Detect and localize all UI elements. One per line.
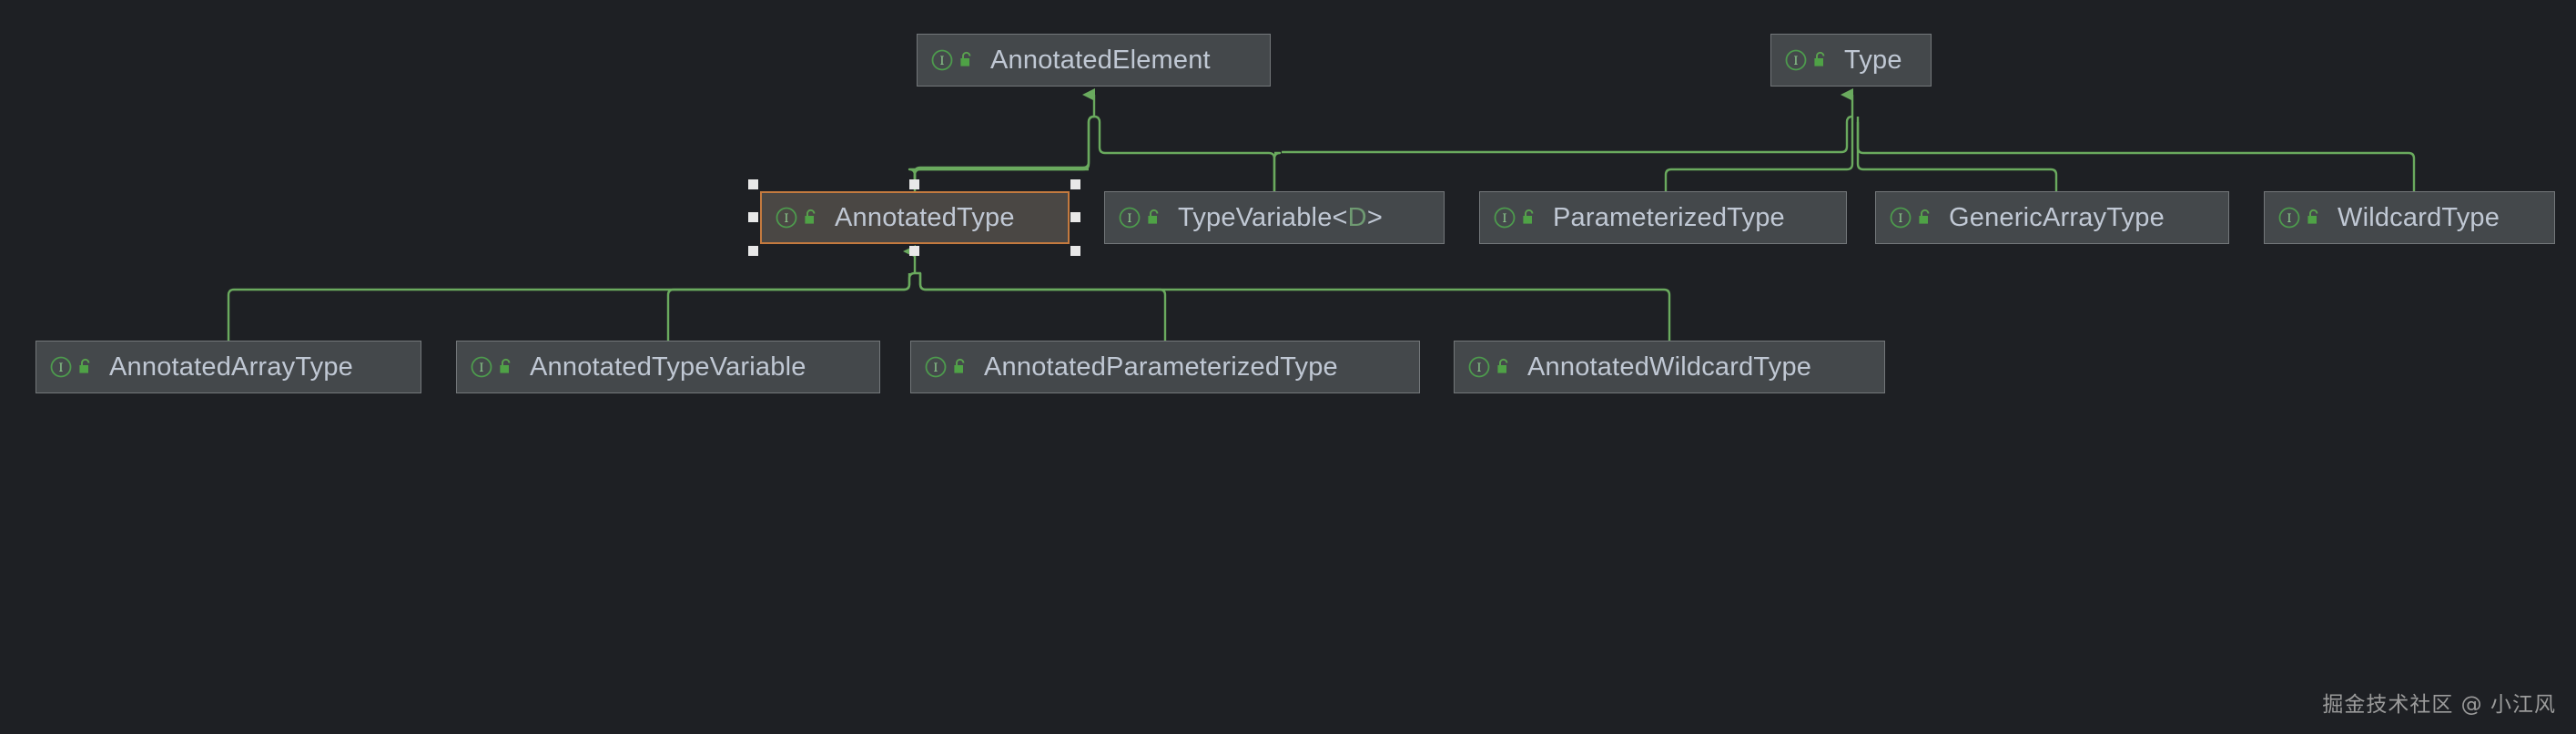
node-annotated-type[interactable]: I AnnotatedType: [760, 191, 1070, 244]
edge-wildcard-type-to-type: [1856, 122, 2416, 191]
edge-type-variable-to-type-run: [1282, 115, 1853, 154]
node-label: TypeVariable<D>: [1178, 202, 1383, 232]
public-unlocked-icon: [1814, 51, 1825, 66]
svg-text:I: I: [1127, 212, 1131, 226]
interface-icon: I: [776, 207, 797, 229]
svg-text:I: I: [58, 362, 63, 375]
svg-text:I: I: [939, 55, 944, 68]
node-icon-group: I: [2277, 206, 2323, 229]
public-unlocked-icon: [79, 358, 90, 373]
selection-handle-middle-left[interactable]: [748, 212, 758, 222]
node-icon-group: I: [1784, 48, 1830, 72]
interface-icon: I: [1890, 207, 1912, 229]
selection-handle-bottom-left[interactable]: [748, 246, 758, 256]
watermark-text: 掘金技术社区 @ 小江风: [2322, 693, 2556, 717]
node-icon-group: I: [1889, 206, 1934, 229]
node-annotated-type-variable[interactable]: I AnnotatedTypeVariable: [456, 341, 880, 393]
node-label: WildcardType: [2338, 202, 2500, 232]
interface-icon: I: [471, 356, 492, 378]
node-label: AnnotatedTypeVariable: [530, 352, 806, 382]
node-icon-group: I: [775, 206, 820, 229]
public-unlocked-icon: [1148, 209, 1159, 224]
generic-close-bracket: >: [1366, 202, 1383, 232]
node-label: AnnotatedArrayType: [109, 352, 353, 382]
node-parameterized-type[interactable]: I ParameterizedType: [1479, 191, 1847, 244]
node-icon-group: I: [924, 355, 969, 379]
node-generic-array-type[interactable]: I GenericArrayType: [1875, 191, 2229, 244]
svg-text:I: I: [479, 362, 483, 375]
node-label: AnnotatedWildcardType: [1527, 352, 1812, 382]
public-unlocked-icon: [805, 209, 816, 224]
interface-icon: I: [931, 49, 953, 71]
node-label: AnnotatedType: [835, 202, 1015, 232]
selection-handle-bottom-center[interactable]: [909, 246, 919, 256]
edge-annotated-wildcard-type-to-annotated-type: [918, 273, 1671, 341]
interface-icon: I: [1785, 49, 1807, 71]
interface-icon: I: [925, 356, 947, 378]
svg-text:I: I: [784, 212, 788, 226]
selection-handle-top-left[interactable]: [748, 179, 758, 189]
interface-icon: I: [50, 356, 72, 378]
node-icon-group: I: [1493, 206, 1538, 229]
edge-annotated-parameterized-type-to-annotated-type: [915, 271, 1167, 341]
interface-icon: I: [2278, 207, 2300, 229]
public-unlocked-icon: [1919, 209, 1930, 224]
selection-handle-bottom-right[interactable]: [1070, 246, 1080, 256]
node-wildcard-type[interactable]: I WildcardType: [2264, 191, 2555, 244]
node-label: GenericArrayType: [1949, 202, 2165, 232]
svg-text:I: I: [1502, 212, 1506, 226]
node-label: ParameterizedType: [1553, 202, 1785, 232]
edge-generic-array-type-to-type: [1856, 117, 2058, 191]
svg-text:I: I: [2287, 212, 2291, 226]
interface-icon: I: [1468, 356, 1490, 378]
interface-icon: I: [1494, 207, 1516, 229]
node-label: AnnotatedParameterizedType: [984, 352, 1338, 382]
edge-annotated-array-type-to-annotated-type: [227, 271, 916, 341]
interface-icon: I: [1119, 207, 1141, 229]
edge-annotated-type-route: [913, 115, 1095, 178]
edge-type-variable-to-annotated-element: [1093, 115, 1276, 191]
edge-annotated-type-to-annotated-element: [908, 168, 1089, 180]
node-annotated-array-type[interactable]: I AnnotatedArrayType: [35, 341, 421, 393]
node-type-variable[interactable]: I TypeVariable<D>: [1104, 191, 1445, 244]
svg-text:I: I: [1793, 55, 1798, 68]
node-icon-group: I: [49, 355, 95, 379]
generic-open-bracket: <: [1332, 202, 1348, 232]
public-unlocked-icon: [2307, 209, 2318, 224]
svg-text:I: I: [1898, 212, 1902, 226]
public-unlocked-icon: [954, 358, 965, 373]
public-unlocked-icon: [1523, 209, 1534, 224]
node-icon-group: I: [1467, 355, 1513, 379]
edge-at-ae: [913, 115, 1095, 191]
node-annotated-wildcard-type[interactable]: I AnnotatedWildcardType: [1454, 341, 1885, 393]
node-annotated-parameterized-type[interactable]: I AnnotatedParameterizedType: [910, 341, 1420, 393]
public-unlocked-icon: [960, 51, 971, 66]
generic-type-param: D: [1347, 202, 1367, 232]
public-unlocked-icon: [500, 358, 511, 373]
svg-text:I: I: [1476, 362, 1481, 375]
selection-handle-top-right[interactable]: [1070, 179, 1080, 189]
edge-parameterized-type-to-type: [1664, 117, 1854, 191]
node-icon-group: I: [930, 48, 976, 72]
selection-handle-top-center[interactable]: [909, 179, 919, 189]
node-label: Type: [1844, 45, 1902, 75]
node-icon-group: I: [1118, 206, 1163, 229]
node-type[interactable]: I Type: [1770, 34, 1932, 87]
edge-annotated-type-variable-to-annotated-type: [666, 273, 911, 341]
node-icon-group: I: [470, 355, 515, 379]
selection-handle-middle-right[interactable]: [1070, 212, 1080, 222]
node-label: AnnotatedElement: [990, 45, 1211, 75]
edge-type-variable-to-type: [1273, 151, 1282, 191]
public-unlocked-icon: [1497, 358, 1508, 373]
svg-text:I: I: [933, 362, 938, 375]
node-label-base: TypeVariable: [1178, 202, 1333, 232]
node-annotated-element[interactable]: I AnnotatedElement: [917, 34, 1271, 87]
